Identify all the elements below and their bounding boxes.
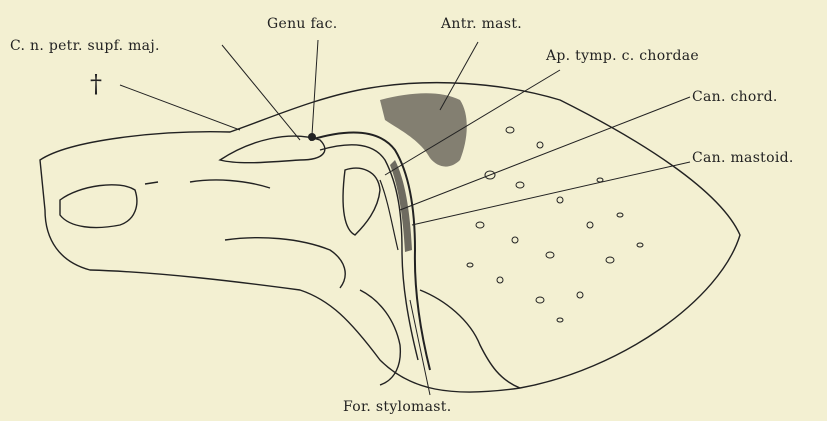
label-for-stylomast: For. stylomast. [343,399,451,415]
left-ridge [190,180,270,188]
tympanic-area [343,168,380,235]
label-can-chord: Can. chord. [692,89,778,105]
label-antr-mast: Antr. mast. [441,16,522,32]
label-c-n-petr: C. n. petr. supf. maj. [10,38,160,54]
label-ap-tymp: Ap. tymp. c. chordae [546,48,699,64]
dagger-marker: † [90,72,102,96]
label-genu-fac: Genu fac. [267,16,337,32]
left-notch [145,182,158,184]
lower-crest [225,238,345,288]
mastoid-cells [467,127,643,322]
antrum-shade [380,93,467,166]
styloid-region [360,290,400,385]
facial-canal-curve-inner [320,145,418,360]
styloid-region-2 [420,290,520,388]
left-cavity [60,185,137,228]
bone-outline [40,83,740,392]
label-can-mastoid: Can. mastoid. [692,150,794,166]
canal-shade [390,160,412,252]
petrous-ridge [220,136,325,163]
